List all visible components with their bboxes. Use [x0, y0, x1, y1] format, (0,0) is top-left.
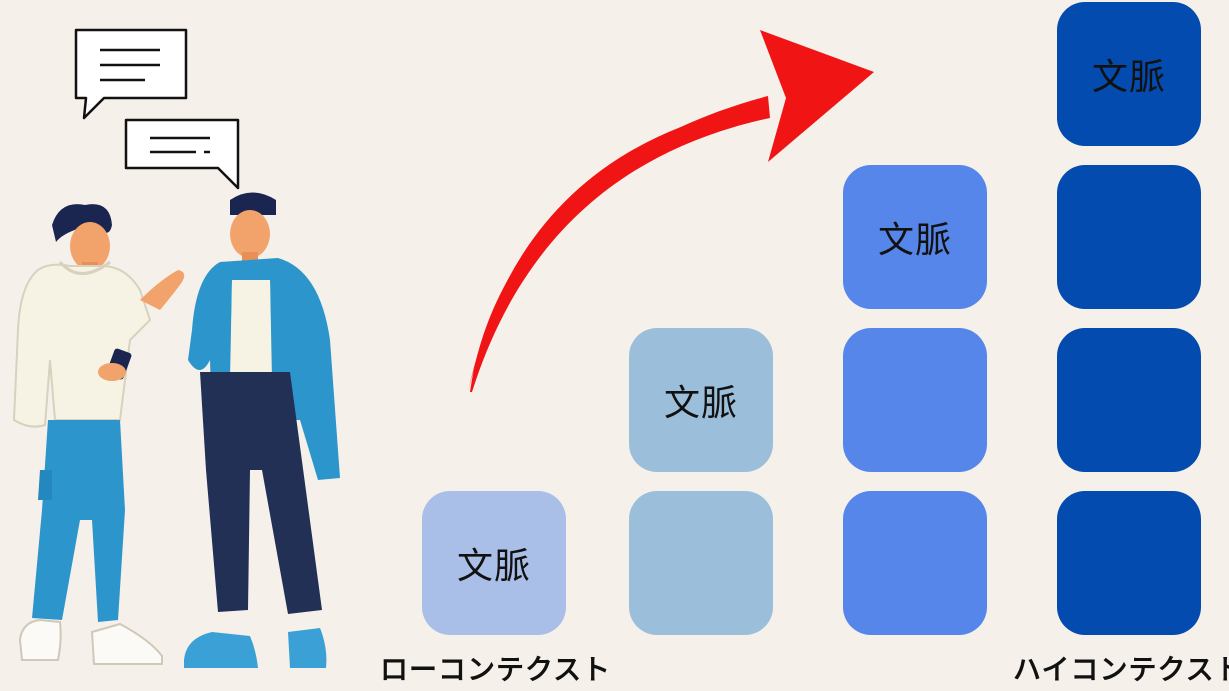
context-block — [1057, 165, 1201, 309]
person-left-illustration — [12, 204, 185, 665]
low-context-caption: ローコンテクスト — [380, 653, 612, 686]
context-block — [1057, 328, 1201, 472]
context-block: 文脈 — [843, 165, 987, 309]
person-right-illustration — [184, 192, 340, 668]
context-block: 文脈 — [629, 328, 773, 472]
context-block — [1057, 491, 1201, 635]
context-block: 文脈 — [1057, 2, 1201, 146]
context-block: 文脈 — [422, 491, 566, 635]
context-block — [843, 328, 987, 472]
context-block — [843, 491, 987, 635]
curved-up-arrow-icon — [468, 30, 874, 392]
speech-bubble-icon — [74, 28, 188, 120]
speech-bubble-icon — [124, 118, 240, 190]
high-context-caption: ハイコンテクスト — [1013, 653, 1229, 686]
context-block — [629, 491, 773, 635]
